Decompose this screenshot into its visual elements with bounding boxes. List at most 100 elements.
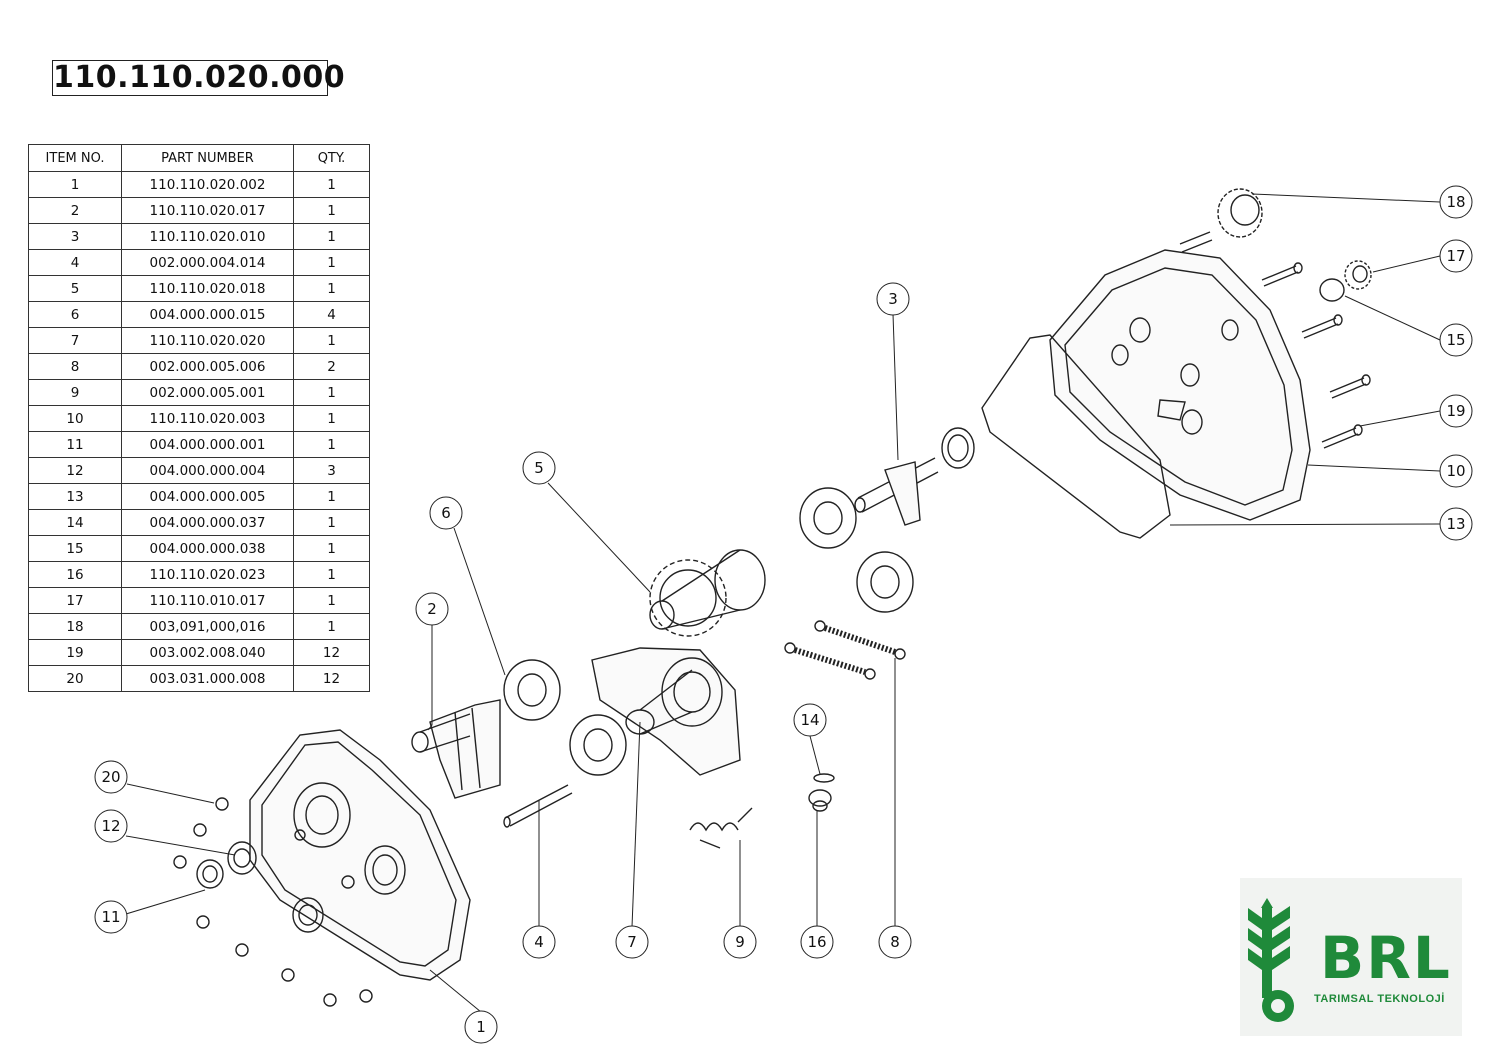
part-10-rear-housing (1049, 249, 1311, 521)
part-number-cell: 003,091,000,016 (121, 613, 294, 640)
part-number-cell: 004.000.000.001 (121, 431, 294, 458)
qty-cell: 1 (293, 223, 370, 250)
part-number-cell: 002.000.004.014 (121, 249, 294, 276)
balloon-11: 11 (101, 908, 120, 926)
balloon-6: 6 (441, 504, 451, 522)
balloon-20: 20 (101, 768, 120, 786)
part-6-bearings (503, 487, 914, 776)
qty-cell: 1 (293, 249, 370, 276)
item-no-cell: 6 (28, 301, 122, 328)
part-number-cell: 110.110.020.010 (121, 223, 294, 250)
balloon-9: 9 (735, 933, 745, 951)
item-no-cell: 2 (28, 197, 122, 224)
item-no-cell: 8 (28, 353, 122, 380)
balloon-16: 16 (807, 933, 826, 951)
part-16-plug (808, 789, 832, 812)
part-8-tension-springs (784, 620, 906, 680)
part-18-breather-cap (1179, 188, 1263, 253)
balloon-19: 19 (1446, 402, 1465, 420)
qty-cell: 1 (293, 509, 370, 536)
drawing-number: 110.110.020.000 (52, 60, 346, 96)
balloon-3: 3 (888, 290, 898, 308)
part-11-seal (196, 859, 224, 889)
part-number-cell: 110.110.020.003 (121, 405, 294, 432)
part-number-cell: 004.000.000.004 (121, 457, 294, 484)
balloon-18: 18 (1446, 193, 1465, 211)
balloon-10: 10 (1446, 462, 1465, 480)
qty-cell: 12 (293, 665, 370, 692)
part-9-torsion-spring (689, 807, 753, 849)
balloon-14: 14 (800, 711, 819, 729)
brl-logo: BRL TARIMSAL TEKNOLOJİ (1240, 878, 1462, 1036)
logo-brand-text: BRL (1320, 924, 1452, 992)
part-number-cell: 110.110.010.017 (121, 587, 294, 614)
part-number-cell: 110.110.020.018 (121, 275, 294, 302)
callout-balloons: 1 2 3 4 5 6 7 8 9 10 11 12 13 14 15 16 1… (94, 185, 1473, 1044)
balloon-13: 13 (1446, 515, 1465, 533)
header-qty: QTY. (293, 144, 370, 172)
part-4-pin (503, 784, 573, 828)
balloon-15: 15 (1446, 331, 1465, 349)
part-2-lever (411, 699, 501, 799)
qty-cell: 2 (293, 353, 370, 380)
qty-cell: 1 (293, 613, 370, 640)
part-3-shaft (854, 457, 939, 526)
logo-subtitle: TARIMSAL TEKNOLOJİ (1314, 993, 1445, 1005)
item-no-cell: 20 (28, 665, 122, 692)
item-no-cell: 19 (28, 639, 122, 666)
part-20-nuts (173, 797, 373, 1007)
part-12-seals (227, 841, 324, 933)
balloon-17: 17 (1446, 247, 1465, 265)
part-number-cell: 110.110.020.002 (121, 171, 294, 198)
balloon-4: 4 (534, 933, 544, 951)
part-13-gasket (981, 334, 1171, 539)
part-number-cell: 002.000.005.001 (121, 379, 294, 406)
part-7-housing-assembly (591, 647, 741, 776)
part-17-plug (1344, 260, 1372, 290)
item-no-cell: 18 (28, 613, 122, 640)
qty-cell: 1 (293, 171, 370, 198)
part-19-bolts (1261, 262, 1371, 449)
item-no-cell: 13 (28, 483, 122, 510)
part-number-cell: 003.002.008.040 (121, 639, 294, 666)
item-no-cell: 12 (28, 457, 122, 484)
balloon-1: 1 (476, 1018, 486, 1036)
qty-cell: 1 (293, 275, 370, 302)
qty-cell: 3 (293, 457, 370, 484)
leader-lines (125, 193, 1441, 1013)
item-no-cell: 4 (28, 249, 122, 276)
shaft-seal-ring (941, 427, 975, 469)
qty-cell: 1 (293, 535, 370, 562)
part-15-washer (1319, 278, 1345, 302)
part-14-washer (813, 773, 835, 783)
balloon-5: 5 (534, 459, 544, 477)
part-1-front-cover (249, 729, 471, 981)
item-no-cell: 10 (28, 405, 122, 432)
item-no-cell: 14 (28, 509, 122, 536)
part-number-cell: 110.110.020.017 (121, 197, 294, 224)
qty-cell: 4 (293, 301, 370, 328)
wheat-gear-logo-icon (1248, 898, 1294, 1022)
part-number-cell: 002.000.005.006 (121, 353, 294, 380)
balloon-8: 8 (890, 933, 900, 951)
qty-cell: 12 (293, 639, 370, 666)
part-number-cell: 004.000.000.005 (121, 483, 294, 510)
